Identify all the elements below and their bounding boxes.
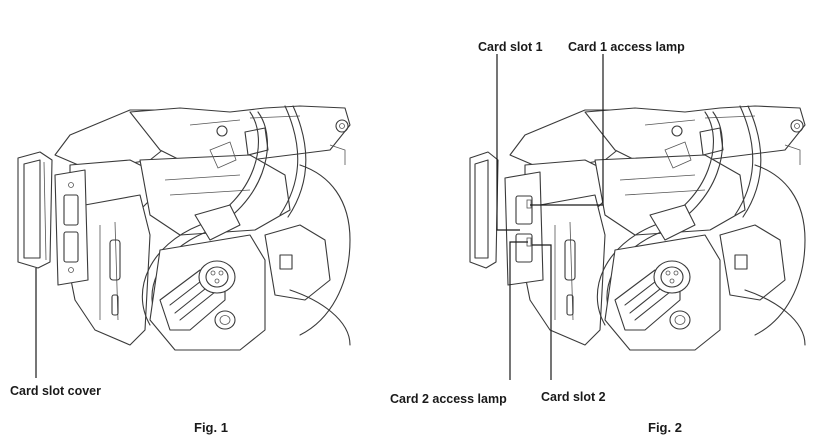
- label-card-1-access-lamp: Card 1 access lamp: [568, 40, 685, 54]
- label-card-slot-cover: Card slot cover: [10, 384, 101, 398]
- open-cover-fig2: [469, 151, 499, 269]
- label-card-slot-2: Card slot 2: [541, 390, 606, 404]
- camera-illustration-fig1: [54, 105, 351, 351]
- camera-illustration-fig2: [509, 105, 806, 351]
- callout-line-card-2-access-lamp: [509, 241, 528, 380]
- label-card-slot-1: Card slot 1: [478, 40, 543, 54]
- caption-fig2: Fig. 2: [648, 420, 682, 435]
- card-slot-cover-drawing: [17, 151, 53, 269]
- callout-line-card-1-access-lamp: [530, 54, 604, 206]
- label-card-2-access-lamp: Card 2 access lamp: [390, 392, 507, 406]
- figure-2: Card slot 1 Card 1 access lamp Card 2 ac…: [390, 40, 806, 435]
- callout-line-card-slot-2: [532, 244, 552, 380]
- card-slot-area-fig1: [54, 169, 89, 286]
- card-slot-area-fig2: [504, 171, 544, 286]
- caption-fig1: Fig. 1: [194, 420, 228, 435]
- callout-line-card-slot-1: [496, 54, 520, 231]
- figure-1: Card slot cover Fig. 1: [10, 105, 351, 435]
